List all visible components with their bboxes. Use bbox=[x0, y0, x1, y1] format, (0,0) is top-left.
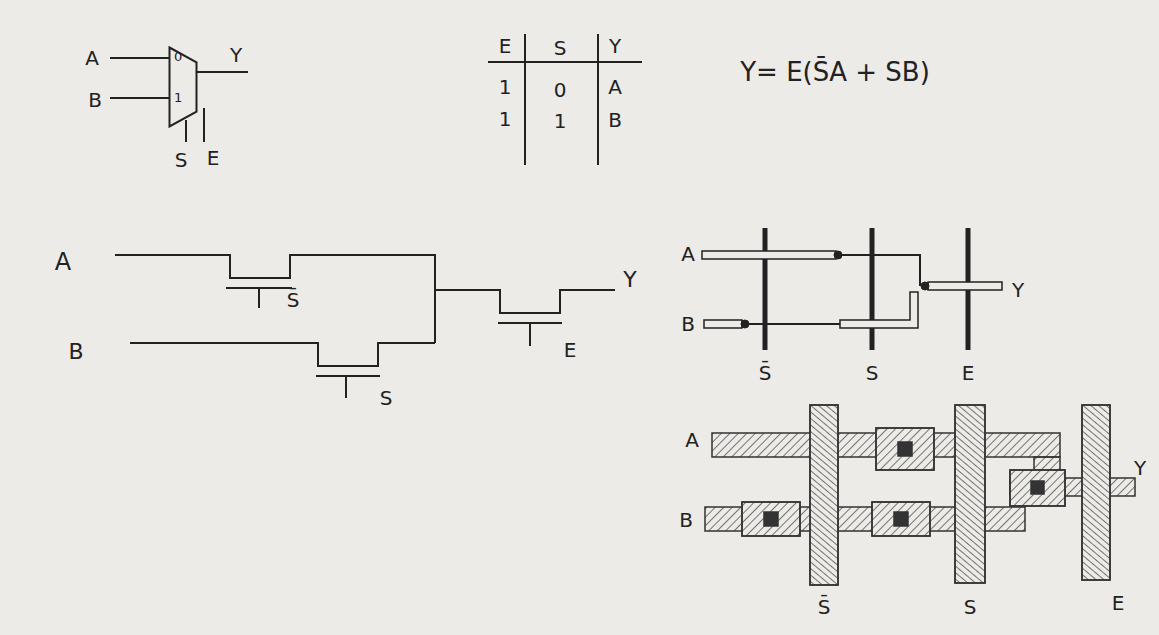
transistor-schematic bbox=[345, 376, 347, 398]
layout-drawing bbox=[705, 405, 1135, 585]
signal-name: B bbox=[681, 313, 695, 335]
layout-drawing bbox=[810, 405, 838, 585]
mux-wire bbox=[203, 108, 205, 142]
signal-name: Y bbox=[1012, 279, 1024, 301]
layout-drawing bbox=[1010, 470, 1065, 506]
layout-drawing bbox=[876, 428, 934, 470]
table-cell: Y bbox=[609, 35, 621, 57]
transistor-schematic bbox=[115, 255, 435, 343]
stick-diagram bbox=[741, 320, 749, 328]
signal-name: Y bbox=[230, 44, 242, 66]
layout-drawing bbox=[1082, 405, 1110, 580]
mux-outline bbox=[170, 48, 197, 127]
layout-drawing bbox=[742, 502, 800, 536]
layout-drawing bbox=[955, 405, 985, 583]
layout-drawing bbox=[1031, 481, 1044, 494]
equation: Y= E(S̄A + SB) bbox=[740, 58, 930, 87]
mux-wire bbox=[110, 97, 170, 99]
table-cell: B bbox=[608, 109, 622, 131]
mux-wire bbox=[196, 71, 248, 73]
signal-name: S bbox=[866, 362, 879, 384]
mux-wire bbox=[110, 58, 248, 142]
signal-name: S̄ bbox=[287, 289, 300, 311]
signal-name: S bbox=[964, 596, 977, 618]
table-cell: A bbox=[608, 76, 622, 98]
mux-symbol: 01 bbox=[168, 46, 198, 128]
signal-name: E bbox=[962, 362, 975, 384]
table-rule bbox=[488, 34, 642, 165]
layout-drawing bbox=[810, 405, 838, 585]
stick-diagram bbox=[838, 255, 920, 286]
signal-name: A bbox=[55, 249, 71, 275]
mux-input-number: 1 bbox=[174, 91, 182, 105]
signal-name: S bbox=[175, 149, 188, 171]
transistor-schematic bbox=[529, 323, 531, 346]
signal-name: Y bbox=[623, 268, 636, 292]
signal-name: S̄ bbox=[759, 362, 772, 384]
transistor-schematic bbox=[435, 290, 615, 313]
table-cell: E bbox=[499, 35, 512, 57]
mux-outline bbox=[168, 46, 198, 128]
signal-name: A bbox=[681, 243, 695, 265]
stick-diagram bbox=[870, 228, 875, 350]
layout-drawing bbox=[898, 442, 912, 456]
stick-diagram bbox=[928, 282, 1002, 290]
stick-diagram bbox=[702, 251, 836, 259]
signal-name: A bbox=[85, 47, 99, 69]
table-rule bbox=[488, 61, 642, 63]
signal-name: A bbox=[685, 429, 699, 451]
table-rule bbox=[597, 34, 599, 165]
mux-wire bbox=[110, 57, 170, 59]
mux-wire bbox=[185, 120, 187, 142]
signal-name: E bbox=[1112, 592, 1125, 614]
stick-diagram bbox=[704, 320, 742, 328]
table-cell: 0 bbox=[554, 79, 567, 101]
signal-name: Y bbox=[1134, 457, 1146, 479]
signal-name: S bbox=[380, 387, 393, 409]
layout-drawing bbox=[872, 502, 930, 536]
stick-diagram bbox=[921, 282, 929, 290]
signal-name: E bbox=[564, 339, 577, 361]
stick-diagram bbox=[749, 323, 840, 325]
transistor-schematic bbox=[115, 255, 615, 398]
stick-diagram bbox=[763, 228, 768, 350]
stick-diagram bbox=[702, 228, 1002, 350]
transistor-schematic bbox=[130, 343, 435, 366]
layout-drawing bbox=[764, 512, 778, 526]
signal-name: B bbox=[679, 509, 693, 531]
layout-drawing bbox=[1082, 405, 1110, 580]
signal-name: S̄ bbox=[818, 596, 831, 618]
layout-drawing bbox=[1010, 470, 1065, 506]
signal-name: B bbox=[68, 340, 83, 364]
table-cell: 1 bbox=[554, 110, 567, 132]
layout-drawing bbox=[894, 512, 908, 526]
layout-drawing bbox=[742, 502, 800, 536]
table-cell: 1 bbox=[499, 76, 512, 98]
table-cell: 1 bbox=[499, 108, 512, 130]
signal-name: E bbox=[207, 147, 220, 169]
transistor-schematic bbox=[258, 288, 260, 308]
mux-input-number: 0 bbox=[174, 50, 182, 64]
layout-drawing bbox=[876, 428, 934, 470]
stick-diagram bbox=[840, 292, 918, 328]
layout-drawing bbox=[872, 502, 930, 536]
layout-drawing bbox=[955, 405, 985, 583]
stick-diagram bbox=[834, 251, 842, 259]
table-cell: S bbox=[554, 37, 567, 59]
signal-name: B bbox=[88, 89, 102, 111]
table-rule bbox=[524, 34, 526, 165]
transistor-schematic bbox=[316, 375, 380, 377]
